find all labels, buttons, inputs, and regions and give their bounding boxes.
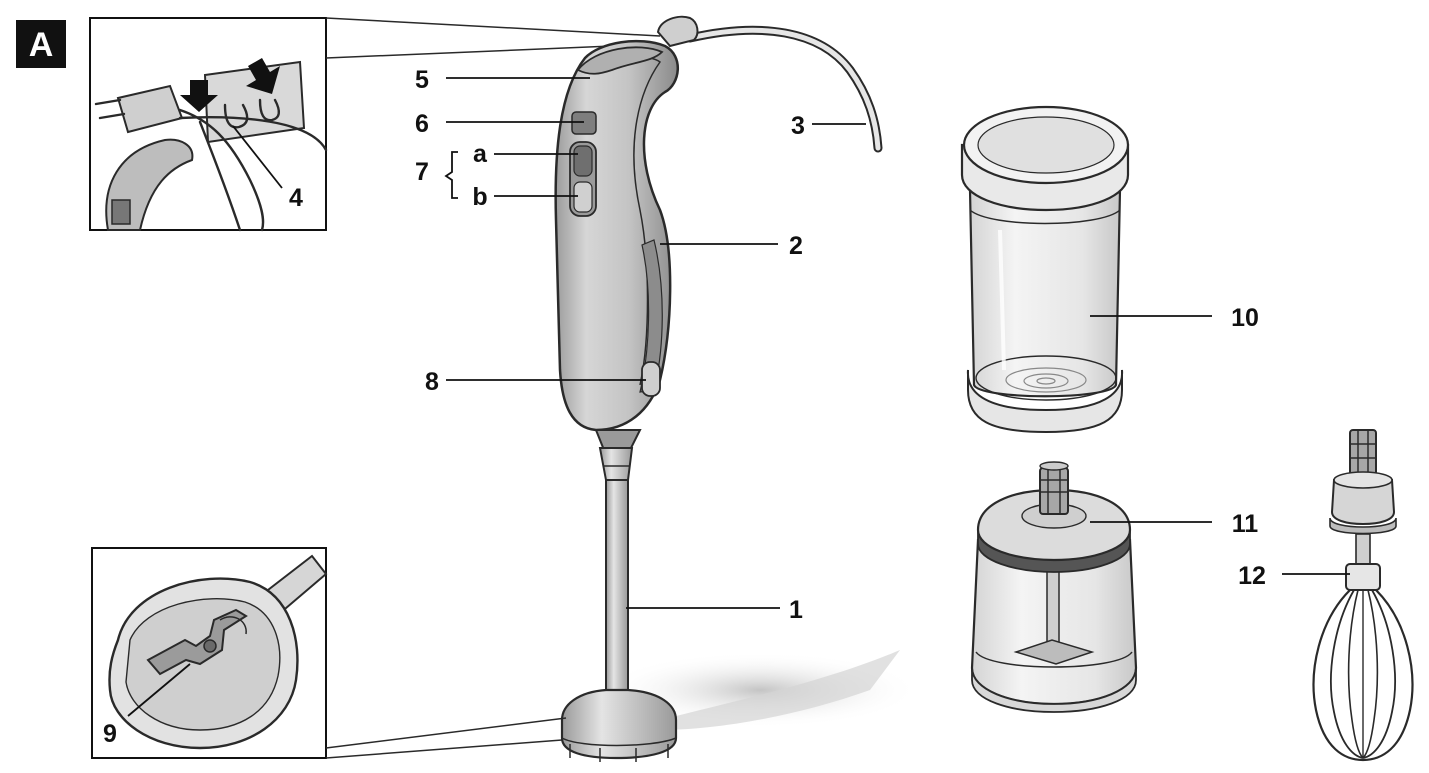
whisk-attachment <box>1312 429 1414 762</box>
callout-4: 4 <box>289 184 303 212</box>
callout-7a: a <box>473 140 488 168</box>
motor-unit <box>554 15 699 451</box>
release-button <box>641 361 661 397</box>
figure-letter-badge: A <box>16 20 66 68</box>
measuring-beaker <box>960 105 1130 434</box>
switch-a <box>573 145 593 177</box>
callout-11: 11 <box>1232 510 1259 538</box>
switch-b <box>573 181 593 213</box>
figure-letter: A <box>29 26 54 64</box>
blender-shaft <box>560 447 678 762</box>
inset-blade: 9 <box>91 547 567 759</box>
callout-8: 8 <box>425 368 439 396</box>
callout-2: 2 <box>789 232 803 260</box>
speed-control <box>571 111 597 135</box>
bracket-7 <box>444 151 458 199</box>
inset-cord-hook: 4 <box>89 17 661 232</box>
callout-7b: b <box>472 183 487 211</box>
callout-12: 12 <box>1238 562 1266 590</box>
callout-5: 5 <box>415 66 429 94</box>
chopper-attachment <box>970 461 1138 713</box>
callout-9: 9 <box>103 720 117 748</box>
callout-1: 1 <box>789 596 803 624</box>
shadow-wedge <box>660 650 900 730</box>
callout-10: 10 <box>1231 304 1259 332</box>
floor-shadow <box>600 652 920 728</box>
callout-7: 7 <box>415 158 429 186</box>
callout-6: 6 <box>415 110 429 138</box>
power-cable <box>685 25 883 153</box>
callout-3: 3 <box>791 112 805 140</box>
